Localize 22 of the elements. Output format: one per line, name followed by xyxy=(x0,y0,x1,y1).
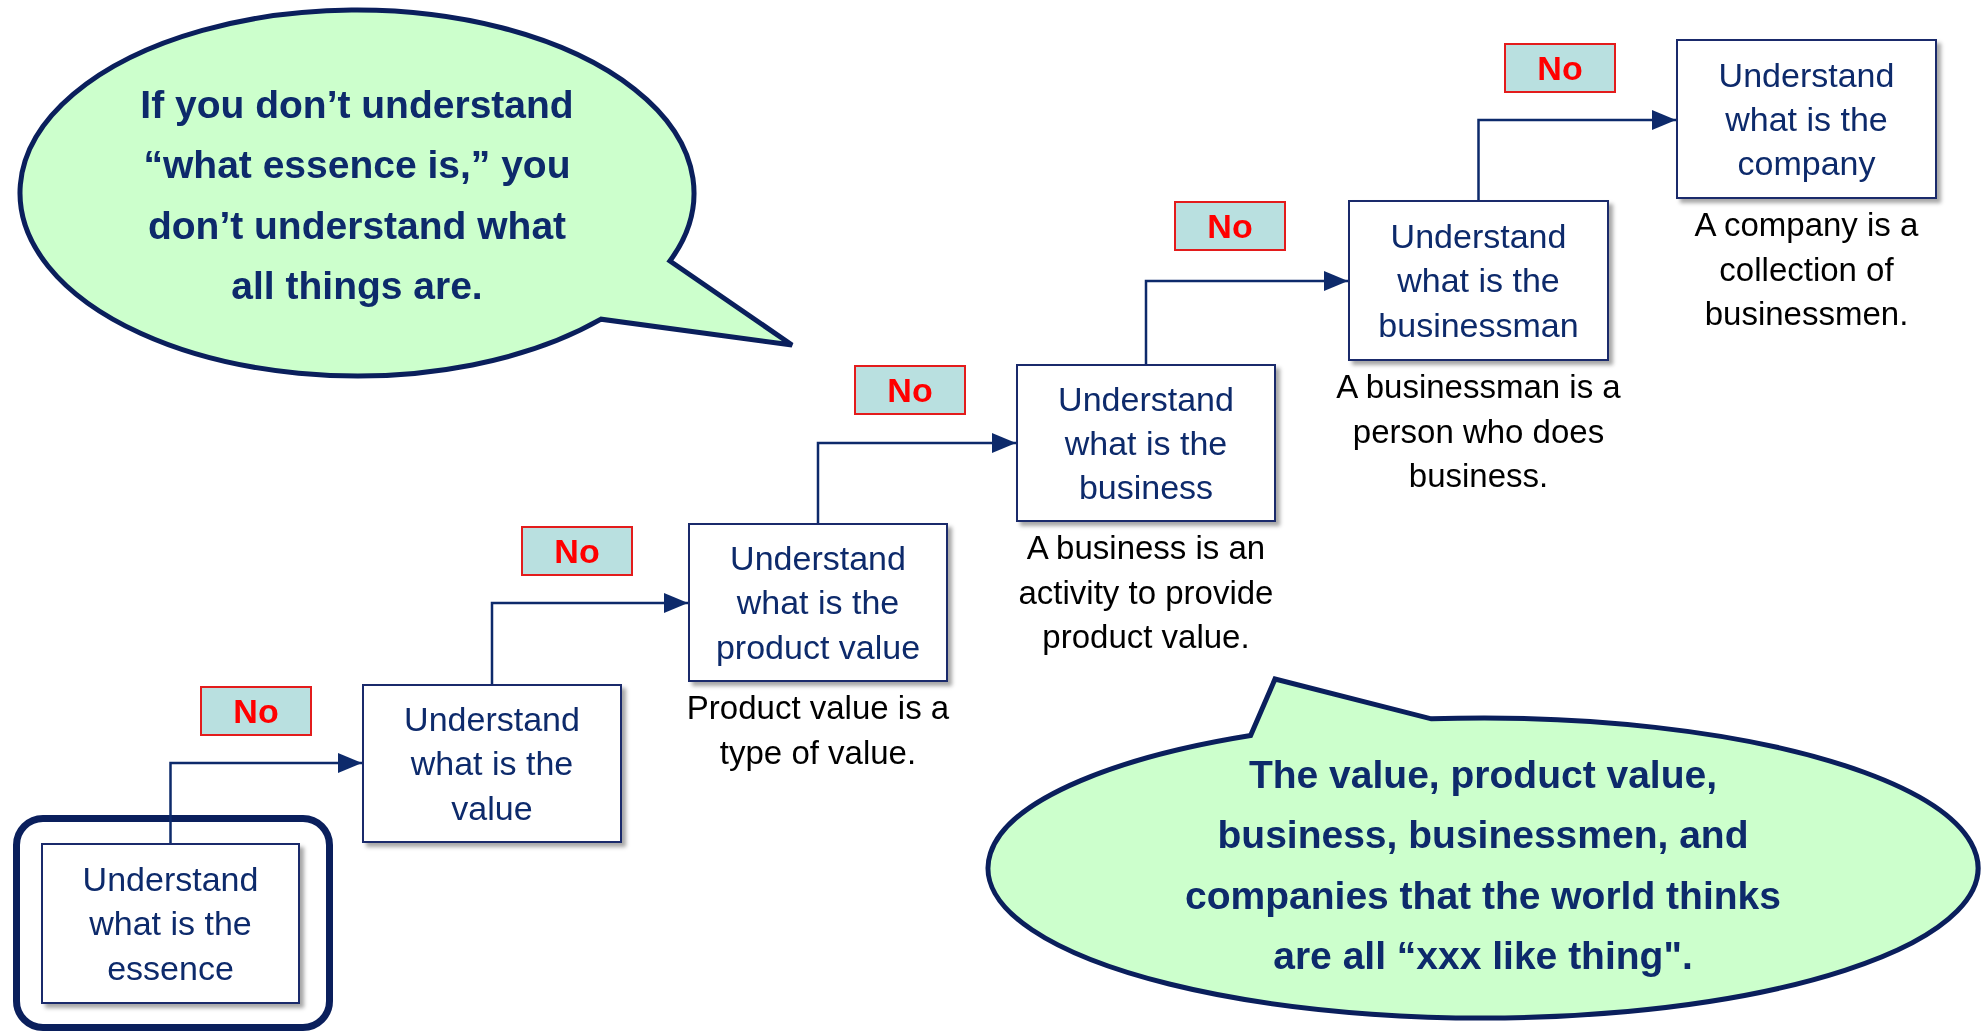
caption-text: A businessman is a person who does business. xyxy=(1335,367,1622,497)
arrow xyxy=(816,433,1016,523)
arrow xyxy=(1144,271,1348,364)
process-box: Understand what is the value xyxy=(362,684,622,843)
caption-text: A company is a collection of businessmen. xyxy=(1693,205,1920,335)
bubble-text: The value, product value, business, businessmen, and companies that the world thinks are all “xxx like thing". xyxy=(1184,752,1782,980)
process-box: Understand what is the company xyxy=(1676,39,1937,199)
process-box: Understand what is the product value xyxy=(688,523,948,682)
edge-label: No xyxy=(1174,201,1286,251)
edge-label: No xyxy=(854,365,966,415)
edge-label: No xyxy=(1504,43,1616,93)
arrow xyxy=(1477,110,1676,200)
process-box: Understand what is the businessman xyxy=(1348,200,1609,361)
arrow xyxy=(169,753,362,843)
caption-text: A business is an activity to provide product value. xyxy=(1017,528,1275,658)
process-box: Understand what is the business xyxy=(1016,364,1276,522)
caption-text: Product value is a type of value. xyxy=(685,688,951,773)
edge-label: No xyxy=(521,526,633,576)
bubble-text: If you don’t understand “what essence is,” you don’t understand what all things are. xyxy=(139,82,575,310)
process-box: Understand what is the essence xyxy=(41,843,300,1004)
edge-label: No xyxy=(200,686,312,736)
arrow xyxy=(490,593,688,684)
